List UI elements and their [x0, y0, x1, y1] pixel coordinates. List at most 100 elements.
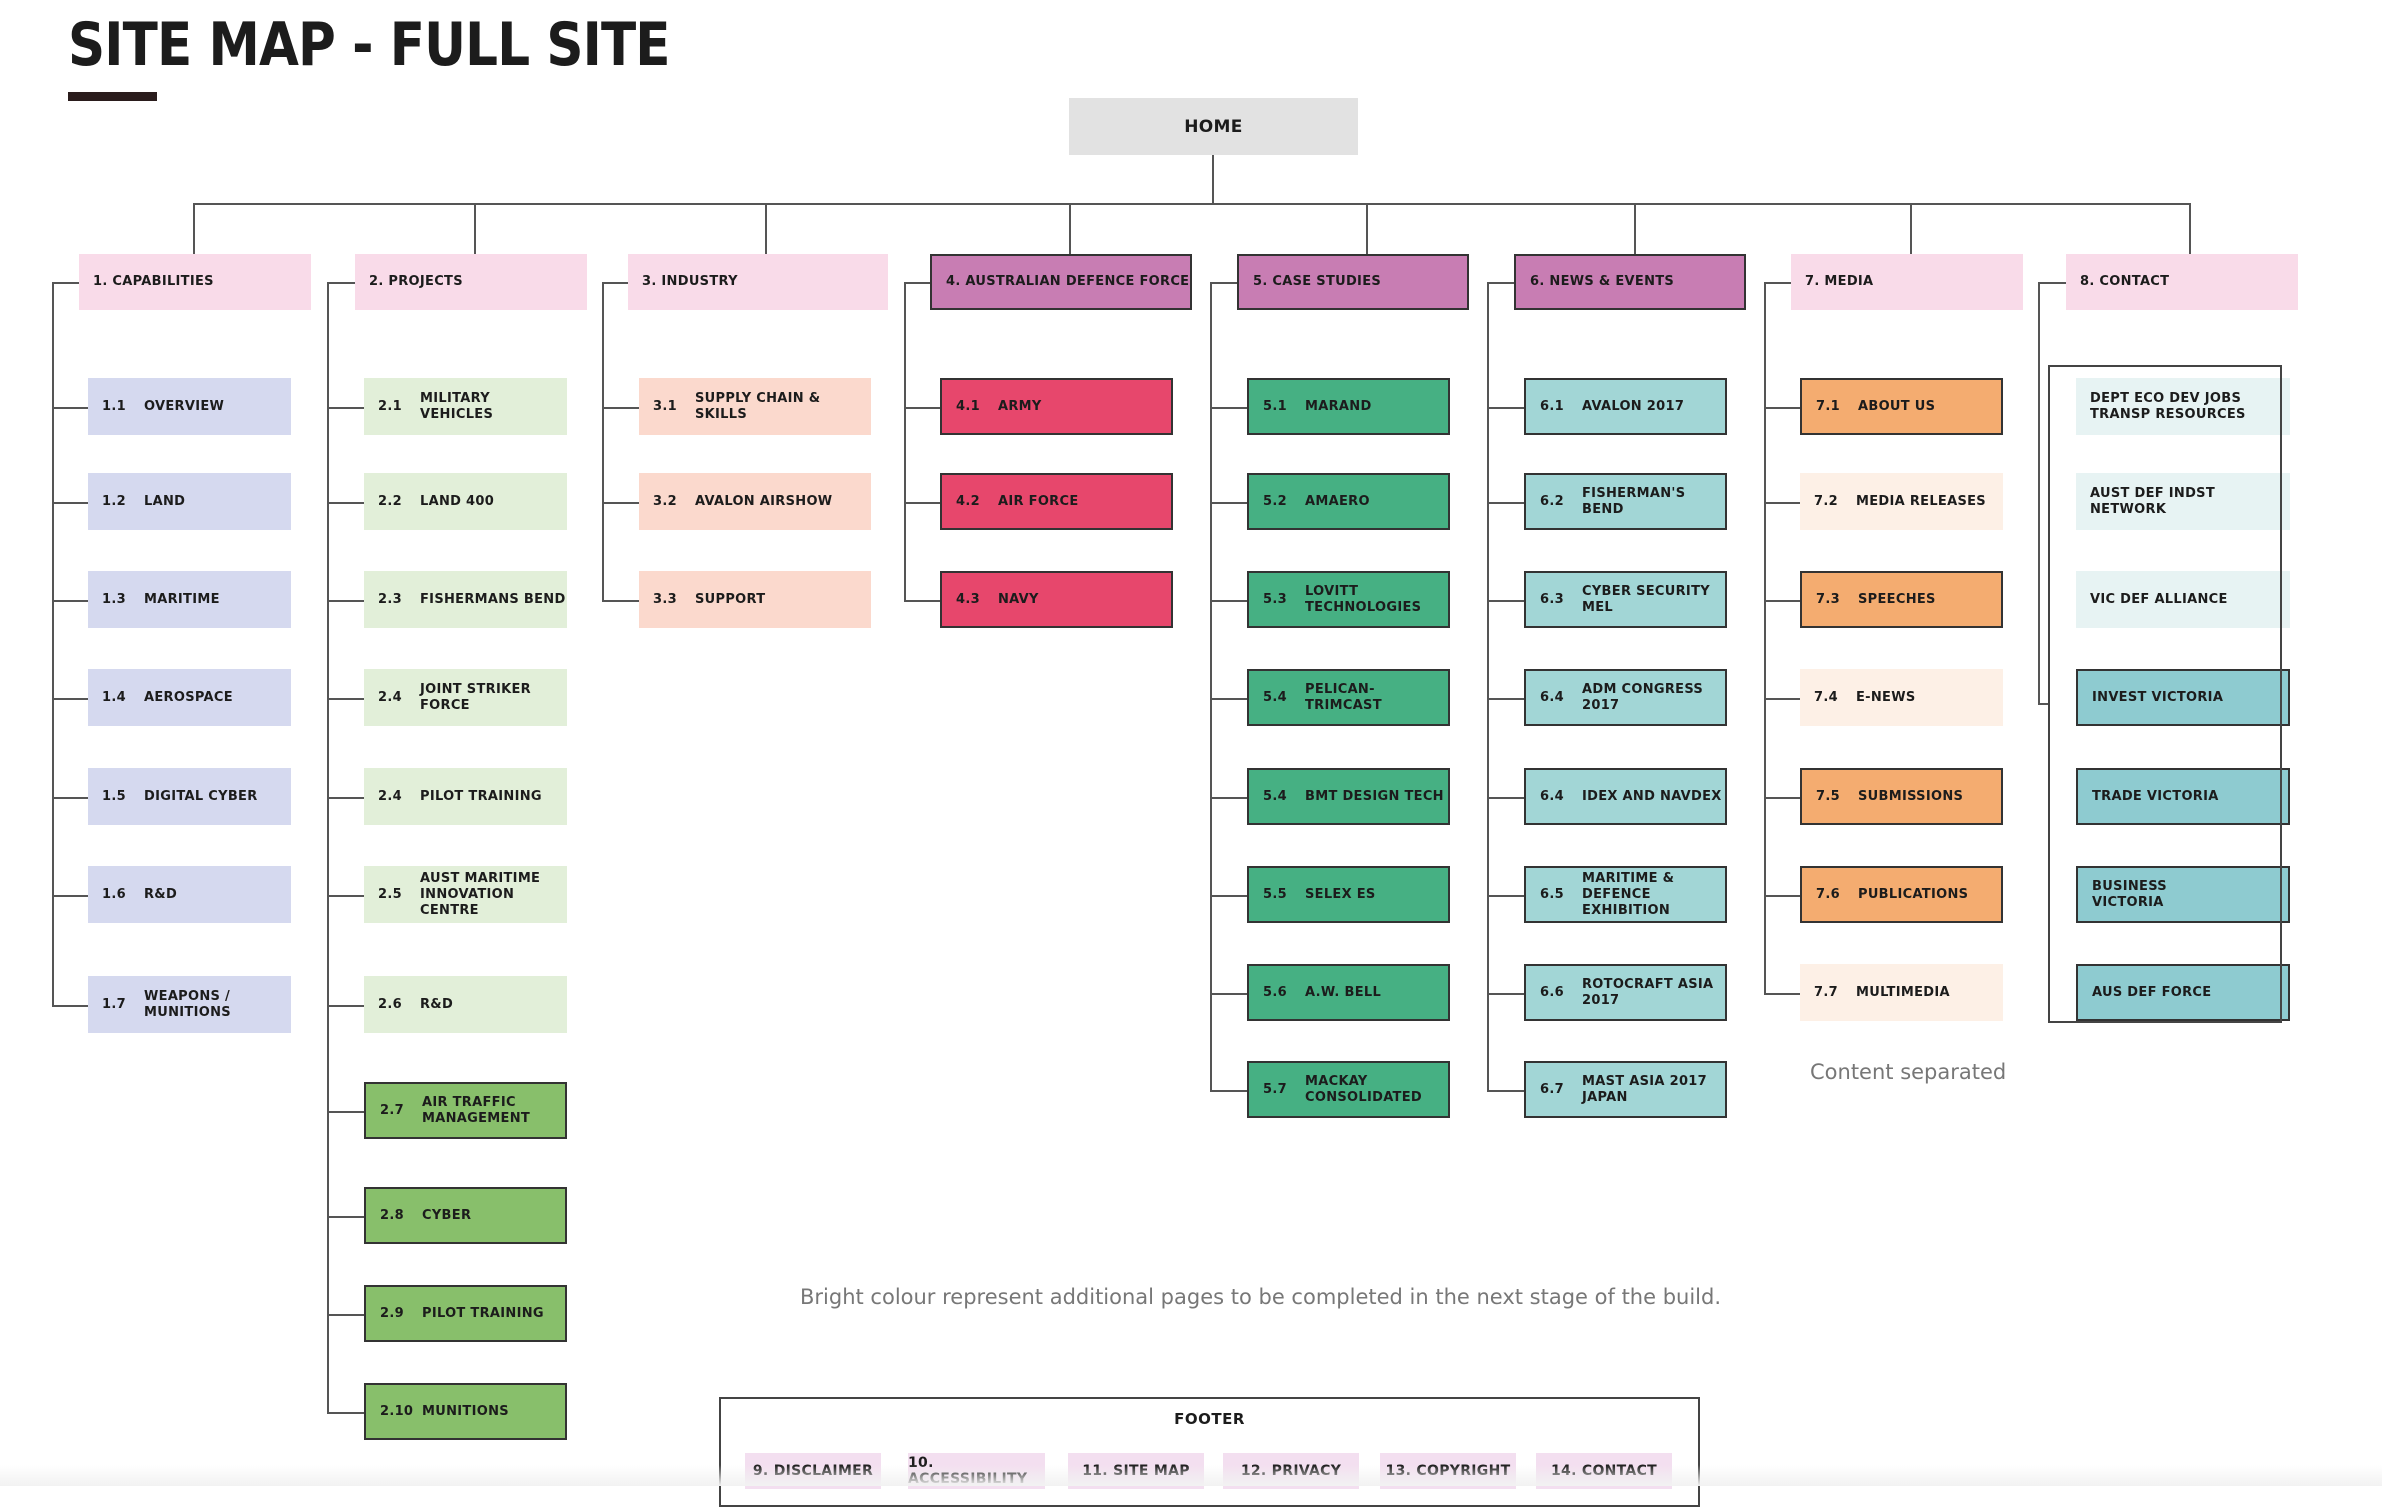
sitemap-page-node[interactable]: VIC DEF ALLIANCE: [2076, 571, 2290, 628]
page-label: MUNITIONS: [422, 1403, 509, 1419]
sitemap-page-node[interactable]: 7.5 SUBMISSIONS: [1800, 768, 2003, 825]
sitemap-page-node[interactable]: 2.2 LAND 400: [364, 473, 567, 530]
page-number: 5.2: [1263, 493, 1287, 509]
page-number: 5.3: [1263, 591, 1287, 607]
sitemap-page-node[interactable]: BUSINESS VICTORIA: [2076, 866, 2290, 923]
sitemap-page-node[interactable]: AUST DEF INDST NETWORK: [2076, 473, 2290, 530]
item-connector-line: [327, 1411, 364, 1414]
page-label: AEROSPACE: [144, 689, 233, 705]
column-trunk-line: [1210, 282, 1212, 1091]
item-connector-line: [327, 1004, 364, 1007]
section-header[interactable]: 2. PROJECTS: [355, 254, 587, 310]
page-label: WEAPONS / MUNITIONS: [144, 988, 231, 1020]
sitemap-page-node[interactable]: AUS DEF FORCE: [2076, 964, 2290, 1021]
page-number: 5.4: [1263, 689, 1287, 705]
page-label: LAND 400: [420, 493, 495, 509]
section-header[interactable]: 8. CONTACT: [2066, 254, 2298, 310]
page-label: CYBER SECURITY MEL: [1582, 583, 1710, 615]
home-node[interactable]: HOME: [1069, 98, 1358, 155]
page-label: TRADE VICTORIA: [2092, 788, 2219, 804]
page-label: PUBLICATIONS: [1858, 886, 1969, 902]
page-label: MARAND: [1305, 398, 1372, 414]
item-connector-line: [327, 697, 364, 700]
page-label: MILITARY VEHICLES: [420, 390, 494, 422]
sitemap-page-node[interactable]: TRADE VICTORIA: [2076, 768, 2290, 825]
section-header[interactable]: 4. AUSTRALIAN DEFENCE FORCE: [930, 254, 1192, 310]
item-connector-line: [1764, 796, 1800, 799]
item-connector-line: [327, 1110, 364, 1113]
item-connector-line: [1764, 501, 1800, 504]
section-header[interactable]: 5. CASE STUDIES: [1237, 254, 1469, 310]
section-header[interactable]: 1. CAPABILITIES: [79, 254, 311, 310]
sitemap-page-node[interactable]: DEPT ECO DEV JOBS TRANSP RESOURCES: [2076, 378, 2290, 435]
page-label: AVALON AIRSHOW: [695, 493, 833, 509]
item-connector-line: [602, 406, 639, 409]
item-connector-line: [1764, 599, 1800, 602]
item-connector-line: [1487, 406, 1524, 409]
page-number: 2.2: [378, 493, 402, 509]
item-connector-line: [1210, 1089, 1247, 1092]
column-trunk-line: [1764, 282, 1766, 994]
page-label: OVERVIEW: [144, 398, 225, 414]
page-number: 7.5: [1816, 788, 1840, 804]
section-header[interactable]: 6. NEWS & EVENTS: [1514, 254, 1746, 310]
page-label: R&D: [144, 886, 178, 902]
build-stage-note: Bright colour represent additional pages…: [800, 1285, 1722, 1309]
page-label: AUST DEF INDST NETWORK: [2090, 485, 2215, 517]
page-label: R&D: [420, 996, 454, 1012]
section-header[interactable]: 3. INDUSTRY: [628, 254, 888, 310]
sitemap-page-node[interactable]: INVEST VICTORIA: [2076, 669, 2290, 726]
section-header[interactable]: 7. MEDIA: [1791, 254, 2023, 310]
header-stub-line: [327, 282, 355, 284]
page-label: LAND: [144, 493, 186, 509]
page-label: E-NEWS: [1856, 689, 1916, 705]
page-label: SUBMISSIONS: [1858, 788, 1964, 804]
page-label: NAVY: [998, 591, 1039, 607]
